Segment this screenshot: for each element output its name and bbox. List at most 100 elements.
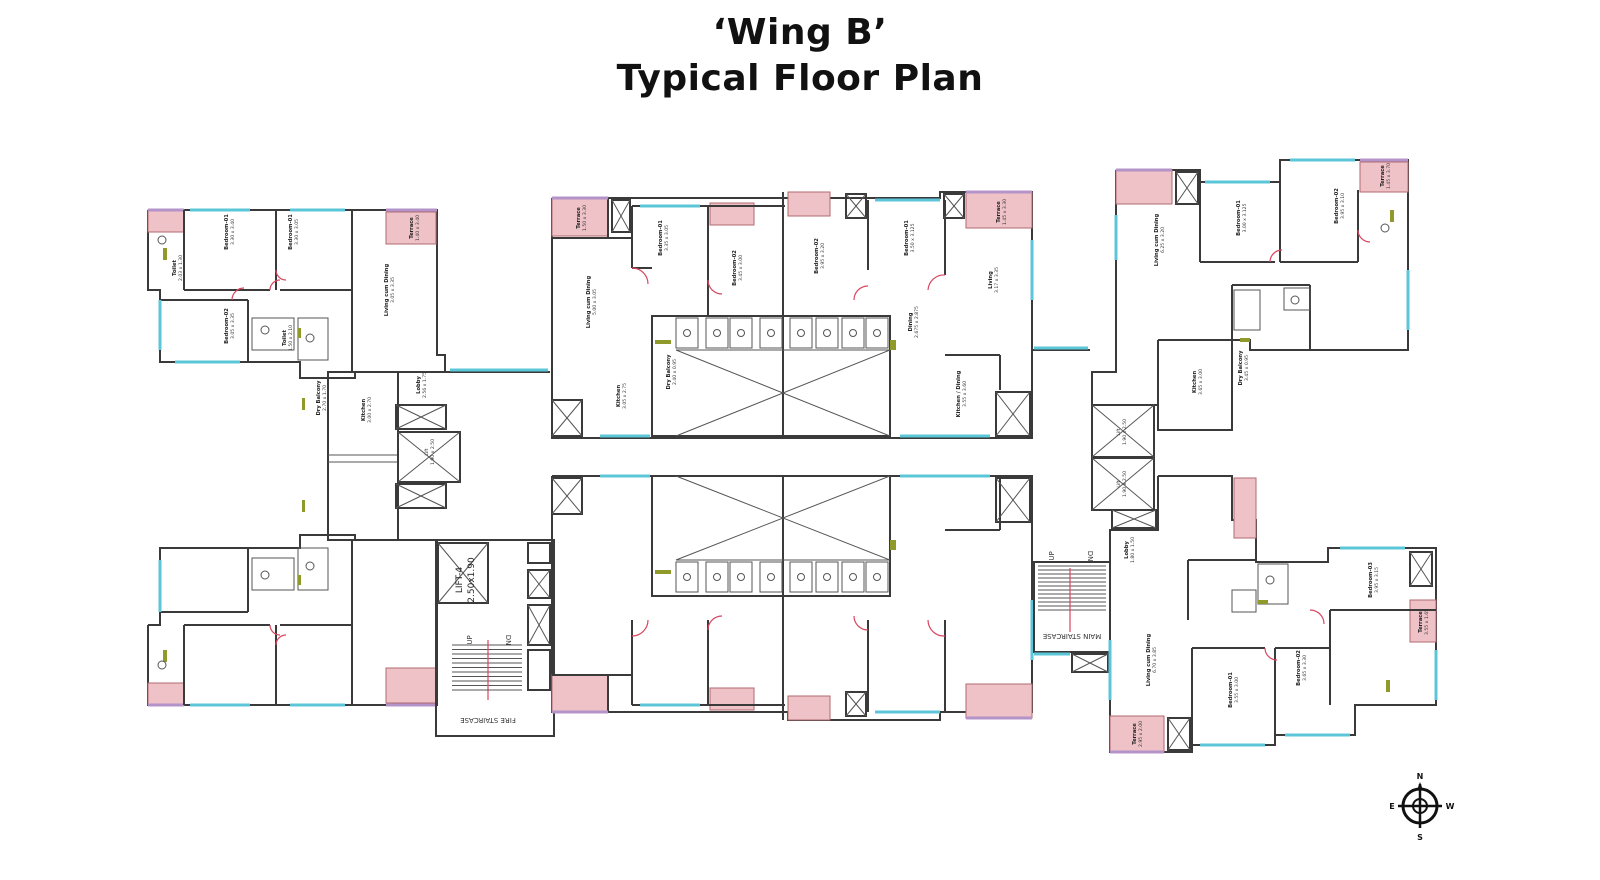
title-block: ‘Wing B’ Typical Floor Plan <box>0 10 1600 102</box>
room-label: Bedroom-01 <box>658 220 664 256</box>
room-dims: 6.25 x 3.20 <box>1160 227 1166 253</box>
toilet-module <box>675 561 699 593</box>
room-dims: 3.45 x 0.95 <box>1244 355 1250 381</box>
room-label: Bedroom-01 <box>1228 672 1234 708</box>
room-dims: 3.17 x 3.35 <box>994 267 1000 293</box>
room-dims: 3.00 x 3.125 <box>1242 203 1248 232</box>
room-label: Dining <box>908 312 914 331</box>
wc-fixture <box>797 329 805 337</box>
room-label: Living cum Dining <box>1154 214 1160 267</box>
room-dims: 2.675 x 2.875 <box>914 306 920 338</box>
compass-west-label: W <box>1446 802 1455 811</box>
room-dims: 3.05 x 2.75 <box>622 383 628 409</box>
room-dims: 3.30 x 3.05 <box>294 219 300 245</box>
main-stair-treads <box>1038 565 1106 611</box>
toilet-module <box>759 317 783 349</box>
compass-north-label: N <box>1417 772 1424 781</box>
room-dims: 1.45 x 3.70 <box>1386 163 1392 189</box>
room-dims: 3.65 x 3.00 <box>1198 369 1204 395</box>
plan-subtitle: Typical Floor Plan <box>616 58 984 99</box>
plan-wing-title: ‘Wing B’ <box>712 12 888 53</box>
room-label: Toilet <box>282 329 288 345</box>
lift-left-label: Lift <box>424 448 430 455</box>
wc-fixture <box>737 573 745 581</box>
toilet-module <box>815 561 839 593</box>
wc-fixture <box>713 573 721 581</box>
right-bottom-block <box>1108 475 1438 754</box>
room-dims: 1.45 x 3.30 <box>1002 199 1008 225</box>
room-label: Bedroom-02 <box>732 250 738 286</box>
room-label: Living cum Dining <box>1146 634 1152 687</box>
center-top-block <box>551 190 1090 439</box>
room-label: Kitchen <box>616 385 622 408</box>
toilet-module <box>675 317 699 349</box>
wc-fixture <box>713 329 721 337</box>
lift-4-dims: 2.50x1.90 <box>467 557 477 603</box>
room-dims: 2.03 x 1.30 <box>178 255 184 281</box>
room-label: Bedroom-01 <box>1236 200 1242 236</box>
room-label: Bedroom-02 <box>1334 188 1340 224</box>
room-label: Toilet <box>172 259 178 275</box>
wc-fixture <box>797 573 805 581</box>
compass-east-label: E <box>1389 802 1394 811</box>
north-compass: N S E W <box>1389 772 1454 842</box>
left-block <box>147 208 446 379</box>
room-dims: 3.00 x 2.70 <box>367 397 373 423</box>
lift-right-2-dims: 1.90 x 2.50 <box>1122 471 1128 497</box>
compass-south-label: S <box>1417 833 1423 842</box>
lift-right-1-dims: 1.90 x 2.50 <box>1122 419 1128 445</box>
wc-fixture <box>823 329 831 337</box>
room-dims: 3.05 x 3.35 <box>390 277 396 303</box>
lift-left-dims: 1.90 x 2.50 <box>430 439 436 465</box>
room-label: Lobby <box>1124 541 1130 559</box>
fire-staircase-core <box>435 539 555 737</box>
wc-fixture <box>683 329 691 337</box>
room-label: Dry Balcony <box>1238 350 1244 386</box>
room-dims: 3.35 x 3.05 <box>664 225 670 251</box>
room-label: Bedroom-02 <box>1296 650 1302 686</box>
room-dims: 3.45 x 3.00 <box>738 255 744 281</box>
room-label: Dry Balcony <box>316 380 322 416</box>
room-label: Living cum Dining <box>586 276 592 329</box>
toilet-module <box>705 561 729 593</box>
wc-fixture <box>767 573 775 581</box>
room-dims: 3.95 x 3.10 <box>1340 193 1346 219</box>
room-label: Terrace <box>576 207 582 229</box>
main-staircase-label: MAIN STAIRCASE <box>1043 632 1101 640</box>
room-label: Kitchen <box>361 399 367 422</box>
room-dims: 1.40 x 3.40 <box>415 215 421 241</box>
lift-labels: Lift 1.90 x 2.50 LIFT-4 2.50x1.90 Lift 1… <box>424 419 1128 603</box>
room-dims: 3.30 x 3.40 <box>230 219 236 245</box>
wc-fixture <box>683 573 691 581</box>
room-label: Bedroom-01 <box>288 214 294 250</box>
room-dims: 5.00 x 3.05 <box>592 289 598 315</box>
toilet-module <box>729 561 753 593</box>
toilet-module <box>705 317 729 349</box>
toilet-module <box>729 317 753 349</box>
room-dims: 2.95 x 2.00 <box>1138 721 1144 747</box>
room-dims: 6.70 x 3.85 <box>1152 647 1158 673</box>
room-dims: 3.55 x 3.00 <box>1234 677 1240 703</box>
fire-stair-treads <box>452 644 522 691</box>
main-staircase-core <box>1033 561 1111 673</box>
room-label: Bedroom-03 <box>1368 562 1374 598</box>
room-label: Bedroom-01 <box>224 214 230 250</box>
room-label: Bedroom-01 <box>904 220 910 256</box>
wc-fixture <box>873 573 881 581</box>
room-dims: 2.56 x 1.75 <box>422 372 428 398</box>
main-stair-dn-label: DN <box>1086 551 1094 562</box>
wc-fixture <box>737 329 745 337</box>
right-core <box>1091 404 1157 529</box>
room-dims: 3.55 x 1.65 <box>1424 609 1430 635</box>
staircase-labels: FIRE STAIRCASE UP DN MAIN STAIRCASE UP D… <box>460 551 1101 724</box>
wc-fixture <box>823 573 831 581</box>
toilet-row-bottom <box>675 561 889 593</box>
room-dims: 1.50 x 3.30 <box>582 205 588 231</box>
toilet-module <box>789 317 813 349</box>
toilet-module <box>789 561 813 593</box>
left-core <box>302 368 550 541</box>
room-label: Kitchen <box>1192 371 1198 394</box>
main-stair-up-label: UP <box>1048 551 1056 560</box>
lift-right-1-label: Lift <box>1116 428 1122 435</box>
